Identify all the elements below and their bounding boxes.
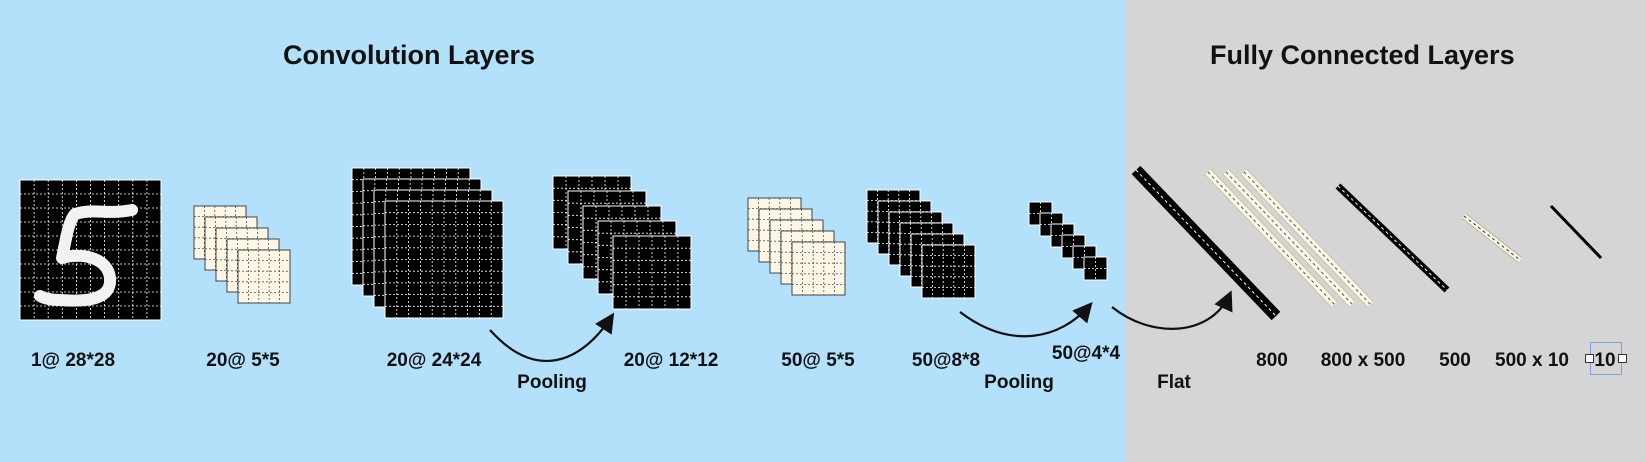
- weights-800x500-strip-1-cells: [1207, 171, 1335, 305]
- kernel-5x5: [791, 241, 846, 296]
- weights-800x500-strip-2: [1222, 168, 1356, 308]
- output-10-vector-bar: [1549, 204, 1603, 260]
- layer-label-flat-800: 800: [1256, 350, 1288, 371]
- pooling-label-2: Pooling: [984, 372, 1054, 393]
- digit-five-stroke: [34, 204, 138, 307]
- conv1-feature-maps-stack: [351, 167, 504, 319]
- layer-label-input: 1@ 28*28: [30, 350, 116, 371]
- layer-label-weights-800x500: 800 x 500: [1320, 350, 1406, 371]
- feature-map-4x4: [1083, 256, 1108, 281]
- feature-map-8x8: [921, 244, 976, 299]
- conv1-kernels-stack: [193, 205, 291, 304]
- weights-800x500-strip-1: [1204, 168, 1338, 308]
- flat-label: Flat: [1157, 372, 1191, 393]
- output-10-vector: [1549, 204, 1603, 260]
- pool1-feature-maps-stack: [552, 175, 692, 310]
- layer-label-conv2-output: 50@8*8: [911, 350, 981, 371]
- conv2-feature-maps-stack: [866, 189, 976, 299]
- weights-500x10-block: [1461, 213, 1523, 263]
- pooling-label-1: Pooling: [517, 372, 587, 393]
- convolution-layers-title: Convolution Layers: [283, 40, 536, 70]
- layer-label-conv1-kernels: 20@ 5*5: [206, 350, 280, 371]
- fully-connected-layers-title: Fully Connected Layers: [1210, 40, 1515, 70]
- hidden-500-vector: [1335, 183, 1450, 293]
- flatten-arrow: [1111, 290, 1233, 330]
- weights-800x500-strip-3: [1240, 168, 1374, 308]
- conv2-kernels-stack: [747, 197, 846, 296]
- layer-label-pool1-output: 20@ 12*12: [623, 350, 719, 371]
- selection-handle-right[interactable]: [1618, 354, 1627, 363]
- input-image: [19, 179, 162, 321]
- layer-label-conv1-output: 20@ 24*24: [386, 350, 482, 371]
- pool2-feature-maps-stack: [1028, 201, 1108, 281]
- layer-label-hidden-500: 500: [1439, 350, 1471, 371]
- layer-label-conv2-kernels: 50@ 5*5: [781, 350, 855, 371]
- pooling-arrow-1: [489, 312, 615, 363]
- flat-800-vector: [1131, 165, 1281, 321]
- hidden-500-vector-cells: [1337, 185, 1448, 291]
- pooling-arrow-2: [959, 301, 1093, 338]
- layer-label-output-10: 10: [1594, 350, 1616, 371]
- selection-box[interactable]: [1585, 342, 1627, 375]
- weights-800x500-strip-3-cells: [1243, 171, 1371, 305]
- layer-label-weights-500x10: 500 x 10: [1495, 350, 1569, 371]
- selection-handle-left[interactable]: [1585, 354, 1594, 363]
- weights-800x500-strip-2-cells: [1225, 171, 1353, 305]
- kernel-5x5: [237, 249, 291, 304]
- weights-500x10-block-fill: [1462, 214, 1522, 262]
- layer-label-pool2-output: 50@4*4: [1051, 343, 1121, 364]
- flat-800-vector-cells: [1135, 169, 1277, 317]
